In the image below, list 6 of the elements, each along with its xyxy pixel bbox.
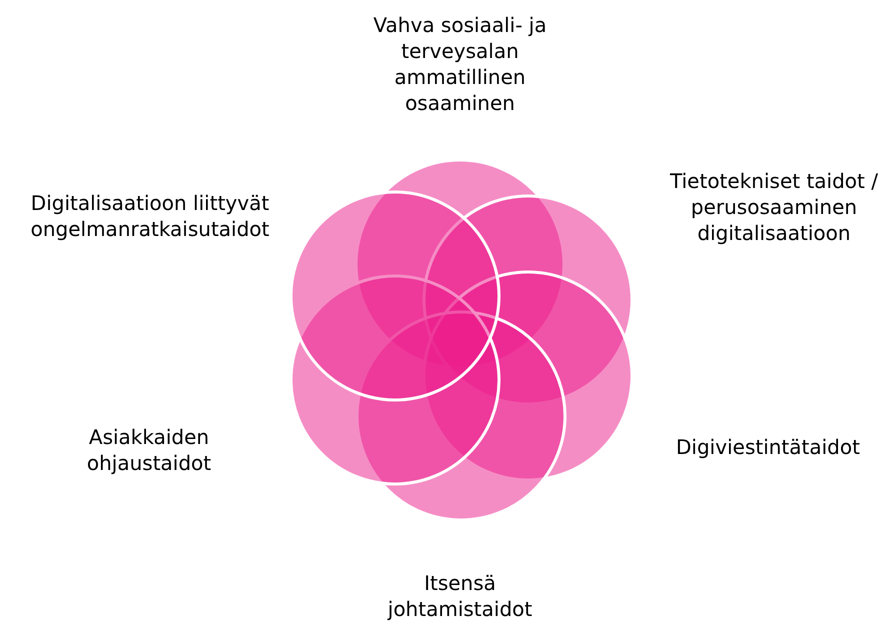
circle-label: Itsensä johtamistaidot [386, 570, 534, 622]
circle-label: Tietotekniset taidot / perusosaaminen digitalisaatioon [669, 168, 879, 246]
circle-label: Asiakkaiden ohjaustaidot [86, 424, 212, 476]
circle-label: Vahva sosiaali- ja terveysalan ammatillinen osaaminen [372, 12, 548, 116]
circle-label: Digitalisaatioon liittyvät ongelmanratkaisutaidot [30, 190, 270, 242]
circle-label: Digiviestintätaidot [675, 434, 861, 460]
